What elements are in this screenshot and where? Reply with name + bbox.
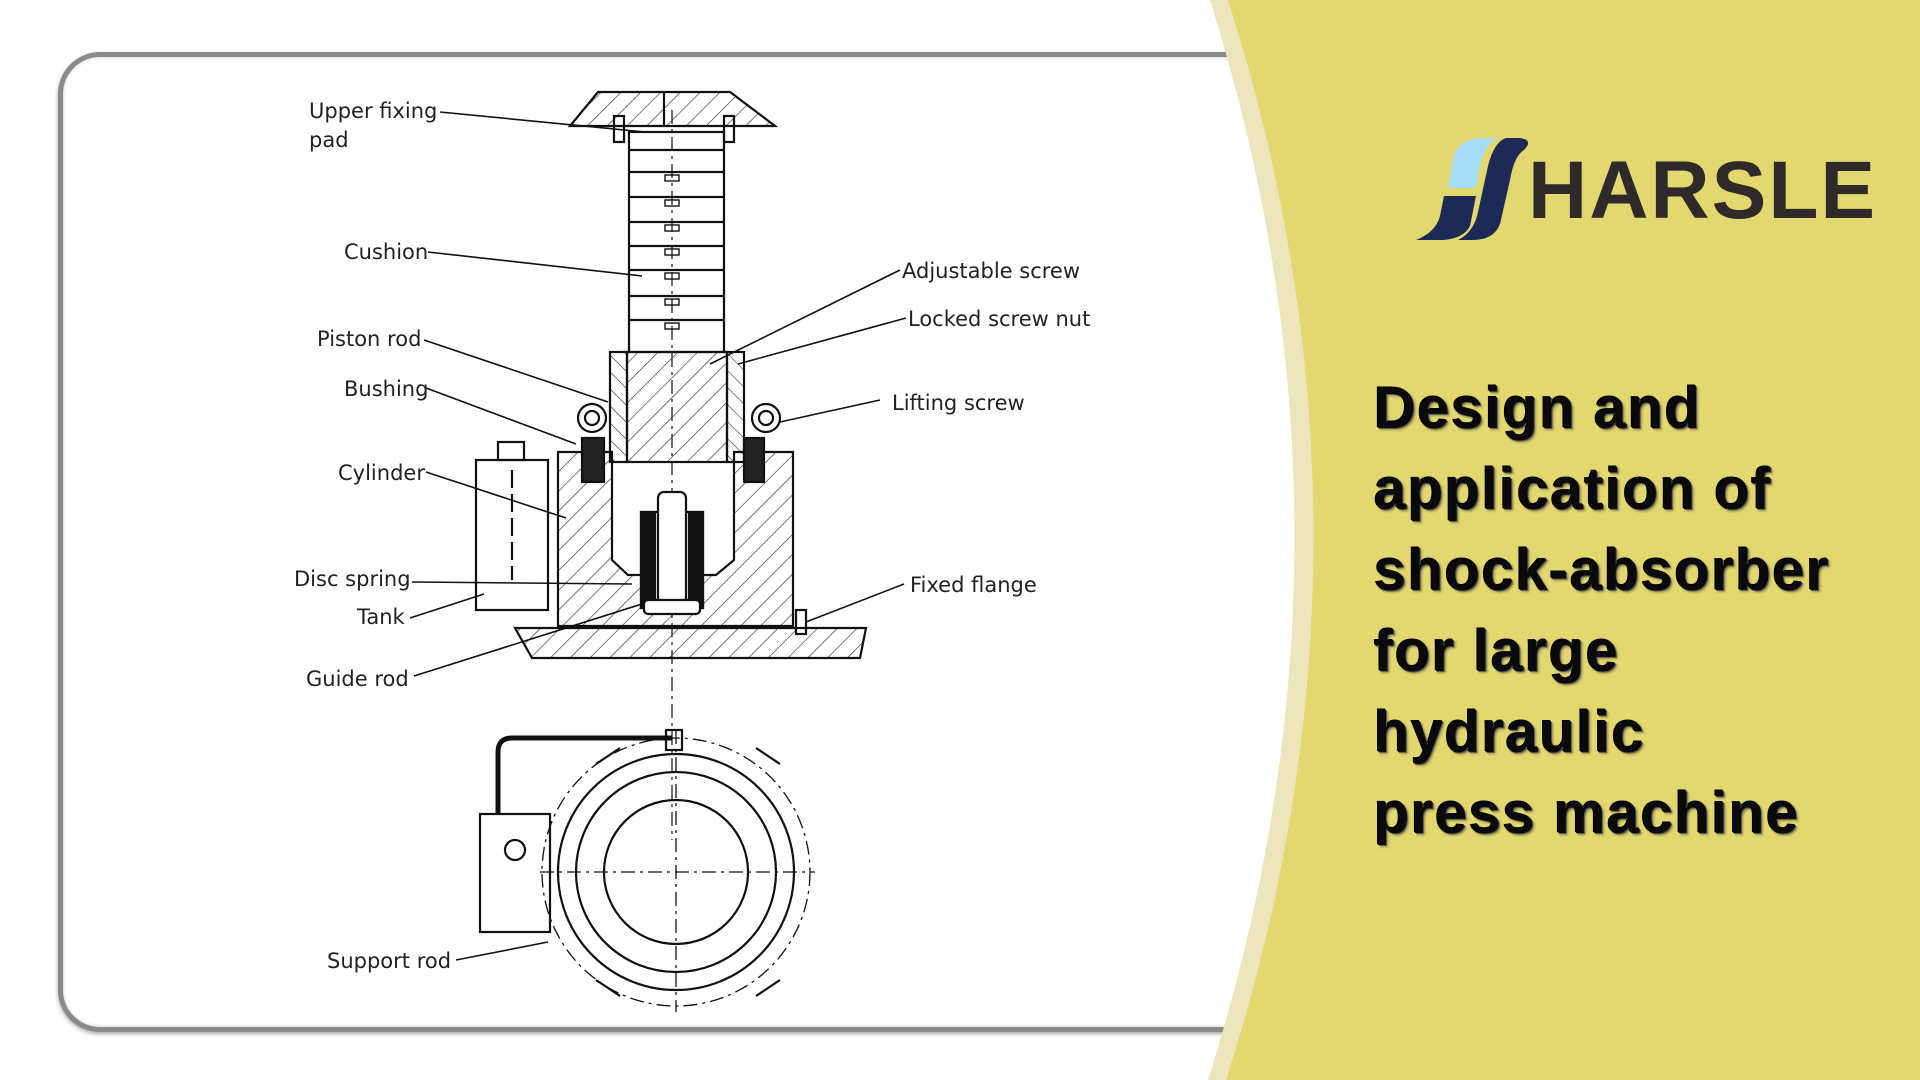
label-cylinder: Cylinder (338, 461, 425, 485)
title-line-3: shock-absorber (1374, 538, 1831, 603)
harsle-logo-icon (1416, 138, 1529, 240)
title-line-1: Design and (1374, 376, 1702, 441)
plan-tank (478, 812, 552, 934)
title-line-6: press machine (1374, 781, 1800, 846)
label-upper-fixing-pad-2: pad (309, 128, 349, 152)
label-bushing: Bushing (344, 377, 428, 401)
piston-rod (625, 350, 729, 464)
page-title: Design and application of shock-absorber… (1374, 368, 1914, 854)
label-lifting-screw: Lifting screw (892, 391, 1025, 415)
label-disc-spring: Disc spring (294, 567, 411, 591)
base-plate (513, 626, 868, 660)
label-tank: Tank (356, 605, 406, 629)
label-support-rod: Support rod (327, 949, 451, 973)
title-line-2: application of (1374, 457, 1772, 522)
title-line-5: hydraulic (1374, 700, 1646, 765)
brand-name: HARSLE (1528, 145, 1878, 236)
label-upper-fixing-pad: Upper fixing (309, 99, 437, 123)
label-piston-rod: Piston rod (317, 327, 421, 351)
diagram-labels: Upper fixing pad Cushion Piston rod Bush… (294, 99, 1090, 973)
label-fixed-flange: Fixed flange (910, 573, 1037, 597)
title-line-4: for large (1374, 619, 1620, 684)
label-cushion: Cushion (344, 240, 428, 264)
label-adjustable-screw: Adjustable screw (902, 259, 1080, 283)
label-guide-rod: Guide rod (306, 667, 409, 691)
label-locked-screw-nut: Locked screw nut (908, 307, 1090, 331)
diagram-card (58, 52, 1358, 1032)
cylinder-body (556, 450, 795, 628)
